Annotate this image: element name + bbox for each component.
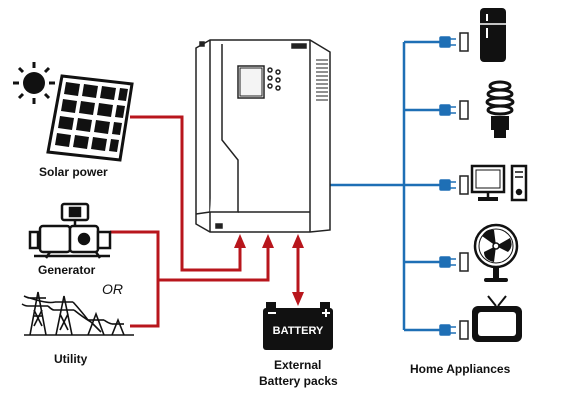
solar-panel-icon xyxy=(46,74,134,162)
plug-icon xyxy=(439,36,456,336)
or-label: OR xyxy=(102,281,123,297)
bulb-icon xyxy=(485,80,515,138)
inverter-icon xyxy=(195,39,331,233)
generator-label: Generator xyxy=(38,263,96,277)
input-wires xyxy=(110,115,300,328)
outlet-icons xyxy=(459,32,469,340)
utility-tower-icon xyxy=(21,291,134,336)
solar-power-label: Solar power xyxy=(39,165,108,179)
battery-icon: BATTERY xyxy=(263,302,333,350)
output-wires xyxy=(328,40,440,332)
fan-icon xyxy=(473,223,519,282)
home-appliances-label: Home Appliances xyxy=(410,362,511,376)
battery-packs-label: Battery packs xyxy=(259,374,338,388)
refrigerator-icon xyxy=(480,8,506,62)
external-battery-label: External xyxy=(274,358,322,372)
tv-icon xyxy=(472,295,522,342)
computer-icon xyxy=(470,164,528,202)
sun-icon xyxy=(13,62,55,104)
arrowheads xyxy=(234,234,304,306)
battery-panel-label: BATTERY xyxy=(273,325,324,337)
utility-label: Utility xyxy=(54,352,88,366)
generator-icon xyxy=(28,202,112,259)
